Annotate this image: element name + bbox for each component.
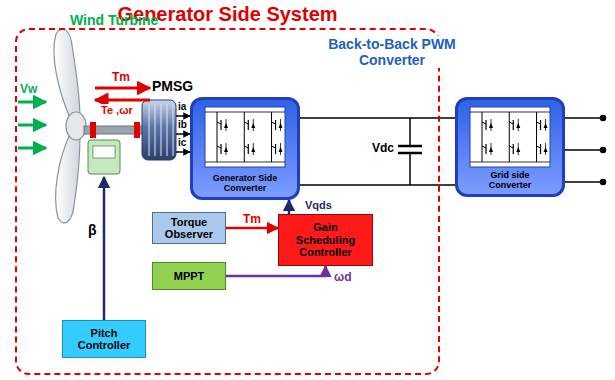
node-text: Grid side Converter [475,171,545,191]
pmsg-ribs [149,104,173,156]
pmsg-body [142,100,176,160]
signal-name: Te ,ωr [100,104,134,116]
converter-box: Grid side Converter [455,97,565,197]
dc-link [300,118,455,185]
system-region: Generator Side SystemGenerator Side Conv… [15,28,440,375]
turbine-hub [66,112,86,140]
node-text: Pitch Controller [67,327,141,351]
torque-arrow [95,99,150,102]
signal-name: ib [178,119,187,130]
signal-name: Vw [20,82,37,96]
wind-arrows [18,102,46,148]
part-name: PMSG [152,78,193,94]
pitch-actuator-window [93,146,115,158]
mppt-box: MPPT [152,262,226,290]
phase-wires [176,116,190,152]
node-text: Generator Side Converter [197,173,293,193]
signal-name: ic [178,137,186,148]
torque-arrow [95,87,150,90]
signal-name: ωd [333,270,352,284]
part-name: Back-to-Back PWM Converter [328,36,456,68]
coupling [90,122,96,138]
signal-connector [226,266,326,276]
signal-name: ia [178,101,186,112]
signal-connector [288,200,291,214]
observer-box: Torque Observer [152,212,226,244]
signal-connector [300,117,455,119]
pitch-controller-box: Pitch Controller [62,320,146,358]
signal-name: Vqds [304,199,333,211]
grid-terminals [565,116,606,185]
signal-name: Tm [112,70,130,84]
converter-box: Generator Side Converter [190,97,300,200]
signal-name: Tm [242,212,262,226]
node-text: MPPT [174,270,205,282]
part-name: Wind Turbine [70,12,158,28]
pitch-actuator [88,140,120,174]
coupling [134,122,140,138]
signal-connector [226,227,278,230]
node-text: Gain Scheduling Controller [283,221,368,259]
signal-name: β [88,222,97,238]
pitch-signal [103,177,106,320]
signal-name: Vdc [372,141,394,155]
node-text: Torque Observer [157,216,221,240]
controller-box: Gain Scheduling Controller [278,214,373,266]
